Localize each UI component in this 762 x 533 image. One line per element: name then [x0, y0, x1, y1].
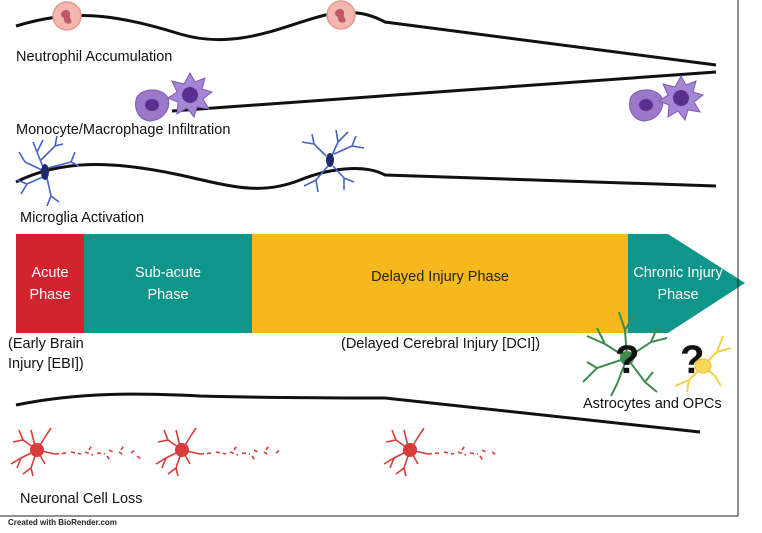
monocyte-cell-icon: [629, 89, 664, 122]
acute-phase-band: [16, 234, 84, 333]
macrophage-cell-icon: [166, 71, 214, 119]
neuron-cell-icon: [10, 427, 142, 477]
ebi-annotation: (Early Brain Injury [EBI]): [8, 336, 84, 372]
monocyte-row-label: Monocyte/Macrophage Infiltration: [16, 122, 231, 138]
macrophage-cell-icon: [657, 74, 705, 122]
monocyte-cell-icon: [135, 89, 170, 122]
subacute-phase-band: [84, 234, 252, 333]
neuron-cell-icon: [383, 427, 499, 477]
neutrophil-row-label: Neutrophil Accumulation: [16, 49, 173, 65]
neutrophil-cell-icon: [52, 1, 82, 31]
microglia-cell-icon: [301, 129, 365, 193]
neuronal-row-label: Neuronal Cell Loss: [20, 491, 143, 507]
neutrophil-cell-icon: [326, 0, 356, 30]
microglia-cell-icon: [16, 135, 80, 207]
delayed-phase-band: [252, 234, 628, 333]
astrocyte-cell-icon: [582, 311, 668, 397]
dci-annotation: (Delayed Cerebral Injury [DCI]): [341, 336, 541, 352]
microglia-row-label: Microglia Activation: [20, 210, 145, 226]
monocyte-curve: [171, 70, 717, 113]
microglia-curve: [15, 163, 717, 190]
opc-cell-icon: [674, 335, 732, 393]
opc-question-mark: ?: [680, 338, 705, 382]
neuronal-curve: [15, 392, 701, 434]
delayed-phase-label: Delayed Injury Phase: [371, 269, 509, 285]
astrocytes-opcs-label: Astrocytes and OPCs: [583, 396, 722, 412]
neuron-cell-icon: [155, 427, 281, 477]
biorender-credit: Created with BioRender.com: [8, 518, 117, 527]
chronic-phase-arrow: [628, 234, 745, 333]
astrocyte-question-mark: ?: [615, 338, 640, 382]
